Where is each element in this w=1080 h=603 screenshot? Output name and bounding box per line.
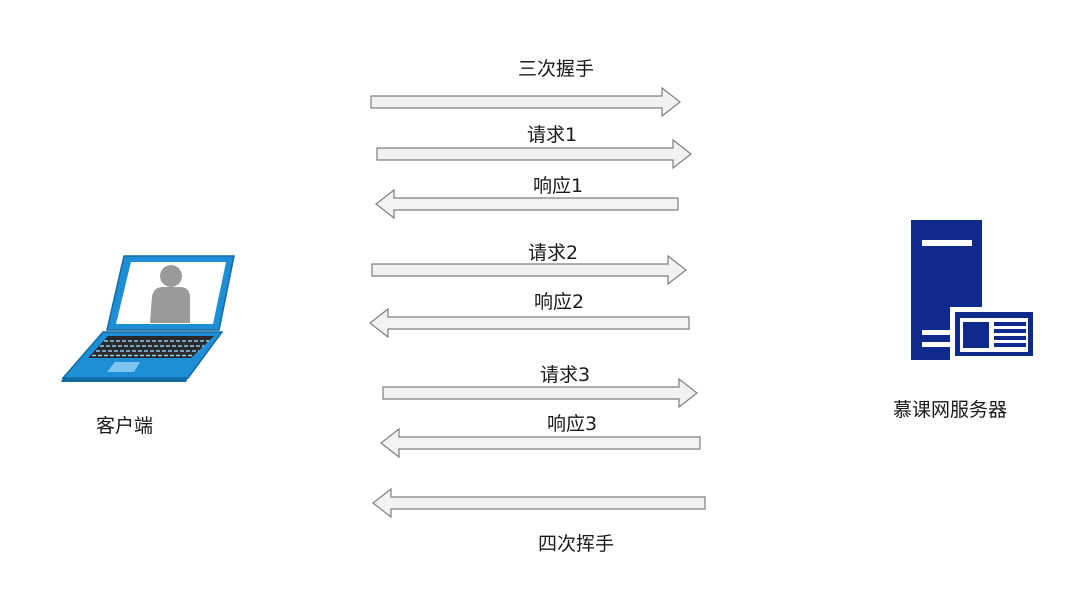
message-label: 响应3	[547, 413, 598, 435]
message-label: 请求1	[527, 124, 578, 146]
arrow-left	[375, 188, 679, 220]
arrow-right	[370, 86, 681, 118]
arrow-right	[382, 377, 698, 409]
client-label: 客户端	[96, 415, 154, 437]
message-label: 响应2	[534, 291, 585, 313]
server-label: 慕课网服务器	[893, 399, 1008, 421]
message-label: 三次握手	[518, 58, 595, 80]
arrow-left	[369, 307, 690, 339]
message-label: 四次挥手	[538, 533, 615, 555]
arrow-left	[380, 427, 701, 459]
arrow-left	[372, 487, 706, 519]
message-label: 响应1	[533, 175, 584, 197]
arrow-right	[371, 254, 687, 286]
message-label: 请求3	[540, 364, 591, 386]
message-label: 请求2	[528, 242, 579, 264]
server-icon	[911, 220, 1036, 360]
arrow-right	[376, 138, 692, 170]
laptop-icon	[61, 255, 235, 382]
